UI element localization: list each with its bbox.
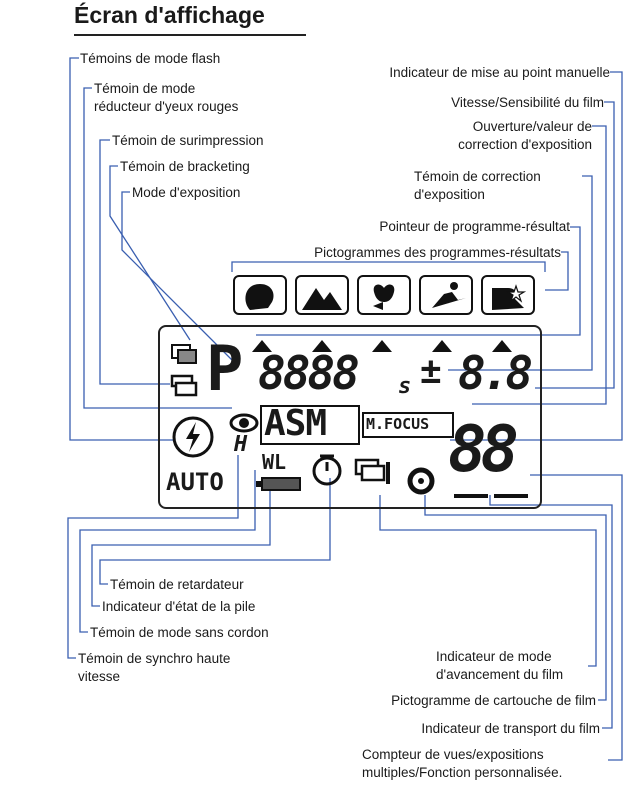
label-program-pointer: Pointeur de programme-résultat: [379, 219, 570, 234]
label-transport: Indicateur de transport du film: [421, 721, 600, 736]
label-program-icons: Pictogrammes des programmes-résultats: [314, 245, 561, 260]
label-bracketing: Témoin de bracketing: [120, 159, 250, 174]
title-underline: [74, 34, 306, 36]
lcd-hss-h: H: [234, 432, 248, 457]
label-aperture-line1: Ouverture/valeur de: [472, 119, 592, 134]
lcd-asm: ASM: [264, 403, 327, 444]
label-exposure-mode: Mode d'exposition: [132, 185, 241, 200]
lcd-plus-minus: ±: [420, 351, 442, 392]
counter-underlines: [454, 487, 534, 505]
label-wireless: Témoin de mode sans cordon: [90, 625, 269, 640]
lcd-wl: WL: [262, 450, 287, 474]
self-timer-icon: [310, 452, 346, 493]
program-icons-row: [232, 272, 546, 318]
lcd-auto: AUTO: [166, 468, 224, 496]
label-battery: Indicateur d'état de la pile: [102, 599, 256, 614]
lcd-aperture-digits: 8.8: [458, 346, 533, 400]
label-hss-line1: Témoin de synchro haute: [78, 651, 231, 666]
page-title: Écran d'affichage: [74, 2, 265, 28]
bracketing-icon: [170, 343, 200, 370]
lcd-mode-p: P: [206, 332, 244, 405]
label-red-eye-line2: réducteur d'yeux rouges: [94, 99, 239, 114]
mfocus-frame: [362, 412, 454, 438]
label-self-timer: Témoin de retardateur: [110, 577, 244, 592]
label-comp-line2: d'exposition: [414, 187, 485, 202]
red-eye-icon: [228, 412, 260, 439]
label-counter-line1: Compteur de vues/expositions: [362, 747, 544, 762]
asm-frame: [260, 405, 360, 445]
lcd-shutter-unit: s: [398, 374, 412, 399]
flash-mode-icon: [170, 414, 216, 465]
label-speed-iso: Vitesse/Sensibilité du film: [451, 95, 604, 110]
label-double-exposure: Témoin de surimpression: [112, 133, 264, 148]
program-pointer-row: [246, 336, 536, 354]
film-cartridge-icon: [406, 466, 436, 501]
label-drive-line2: d'avancement du film: [436, 667, 564, 682]
double-exposure-icon: [170, 374, 200, 403]
label-aperture-line2: correction d'exposition: [458, 137, 592, 152]
label-red-eye-line1: Témoin de mode: [94, 81, 196, 96]
label-drive-line1: Indicateur de mode: [436, 649, 552, 664]
label-counter-line2: multiples/Fonction personnalisée.: [362, 765, 563, 780]
label-flash-mode: Témoins de mode flash: [80, 51, 221, 66]
lcd-mfocus: M.FOCUS: [366, 415, 430, 433]
drive-mode-icon: [354, 456, 394, 493]
lcd-counter-digits: 88: [448, 413, 519, 487]
label-manual-focus: Indicateur de mise au point manuelle: [389, 65, 610, 80]
label-hss-line2: vitesse: [78, 669, 121, 684]
lcd-shutter-digits: 8888: [258, 346, 360, 400]
battery-icon: [256, 476, 304, 497]
label-comp-line1: Témoin de correction: [414, 169, 541, 184]
label-cartridge: Pictogramme de cartouche de film: [391, 693, 596, 708]
lcd-panel: [158, 325, 542, 509]
